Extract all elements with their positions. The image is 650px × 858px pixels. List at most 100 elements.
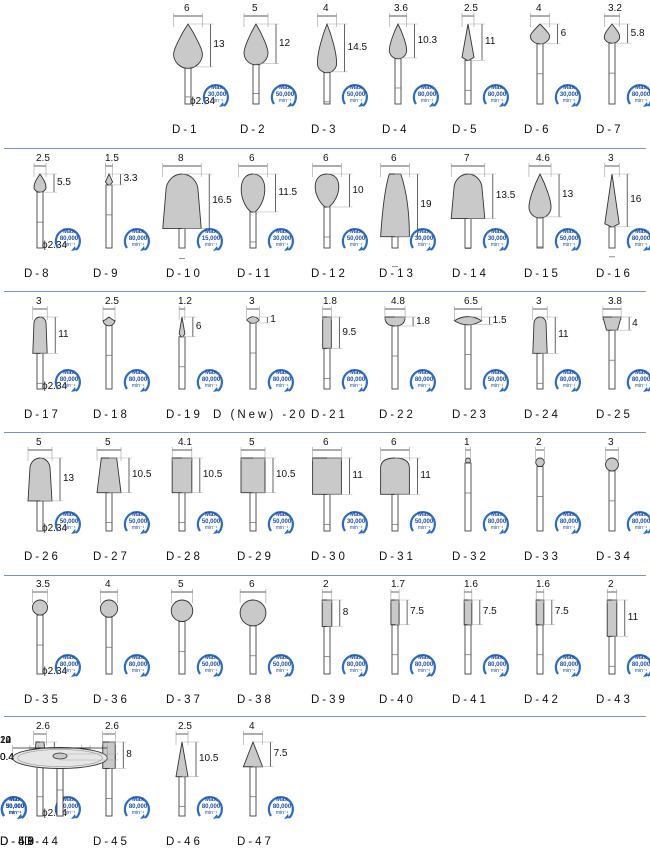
height-dimension: 1.5 [492, 314, 507, 326]
shaft [464, 59, 472, 105]
badge-unit-text: min⁻¹ [276, 525, 289, 531]
tool-d-17-drawing [32, 306, 59, 390]
width-dimension: 5 [249, 437, 255, 448]
shaft [178, 776, 186, 817]
height-dimension: 8 [126, 749, 132, 761]
badge-unit-text: min⁻¹ [205, 668, 218, 674]
shaft [105, 324, 113, 390]
badge-max-text: Max [350, 370, 362, 376]
tool-d-21-drawing [322, 306, 343, 390]
shaft [464, 462, 472, 532]
width-dimension: 6 [391, 437, 397, 448]
badge-speed-value: 50,000 [415, 519, 434, 525]
product-code: D-39 [311, 694, 348, 706]
badge-speed-value: 80,000 [60, 236, 79, 242]
product-code: D-16 [596, 268, 633, 280]
badge-speed-value: 50,000 [488, 377, 507, 383]
badge-max-text: Max [132, 370, 144, 376]
shaft [178, 227, 186, 249]
height-dimension: 7.5 [482, 606, 497, 618]
badge-speed-value: 30,000 [273, 236, 292, 242]
product-code: D-17 [24, 409, 61, 421]
height-dimension: 10.3 [417, 34, 438, 46]
tool-d-15-drawing [528, 163, 563, 249]
tool-d-1-drawing [173, 13, 214, 105]
width-dimension: 2 [323, 579, 329, 590]
height-dimension: 10.5 [276, 469, 296, 481]
tool-d-33-drawing [535, 447, 545, 532]
row-divider [4, 716, 646, 717]
tool-d-11-drawing [238, 163, 279, 249]
product-code: D-28 [166, 551, 203, 563]
width-dimension: 6 [391, 153, 397, 164]
tool-d-14-drawing [450, 163, 496, 249]
height-dimension: 3.3 [123, 173, 138, 185]
shaft [464, 624, 472, 675]
height-dimension: 19 [420, 199, 432, 211]
product-code: D-35 [24, 694, 61, 706]
height-dimension: 5.5 [57, 177, 71, 189]
height-dimension: 4 [632, 317, 638, 329]
abrasive-head [242, 740, 264, 768]
badge-speed-value: 80,000 [488, 662, 507, 668]
width-dimension: 2 [608, 579, 614, 590]
product-code: D-47 [237, 836, 274, 848]
badge-speed-value: 80,000 [632, 236, 650, 242]
badge-unit-text: min⁻¹ [635, 383, 648, 389]
badge-max-text: Max [563, 655, 575, 661]
badge-max-text: Max [418, 370, 430, 376]
tool-d-2-drawing [243, 13, 279, 105]
badge-max-text: Max [418, 655, 430, 661]
product-code: D-4 [382, 124, 410, 136]
abrasive-head [388, 23, 408, 60]
height-dimension: 6 [560, 27, 567, 39]
width-dimension: 14 [0, 735, 12, 746]
badge-unit-text: min⁻¹ [563, 242, 576, 248]
height-dimension: 13 [63, 473, 75, 485]
tool-d-3-drawing [316, 13, 348, 105]
width-dimension: 5 [36, 437, 42, 448]
width-dimension: 5 [252, 3, 258, 14]
badge-speed-value: 50,000 [129, 519, 148, 525]
badge-max-text: Max [132, 229, 144, 235]
shaft [608, 635, 616, 675]
width-dimension: 3.5 [36, 579, 50, 590]
abrasive-head [528, 173, 552, 219]
abrasive-head [171, 457, 193, 494]
badge-unit-text: min⁻¹ [350, 525, 363, 531]
badge-speed-value: 80,000 [60, 662, 79, 668]
badge-max-text: Max [491, 85, 503, 91]
product-code: D-41 [452, 694, 489, 706]
badge-unit-text: min⁻¹ [635, 668, 648, 674]
width-dimension: 5 [105, 437, 111, 448]
badge-unit-text: min⁻¹ [276, 242, 289, 248]
width-dimension: 4.8 [391, 296, 405, 307]
product-code: D-5 [452, 124, 480, 136]
product-code: D-19 [166, 409, 203, 421]
height-dimension: 1 [270, 314, 276, 325]
product-code: D-10 [166, 268, 203, 280]
product-code: D-33 [524, 551, 561, 563]
width-dimension: 6 [249, 579, 255, 590]
product-code: D-29 [237, 551, 274, 563]
width-dimension: 3 [249, 296, 255, 307]
product-code: D-46 [166, 836, 203, 848]
badge-max-text: Max [491, 370, 503, 376]
badge-unit-text: min⁻¹ [9, 810, 22, 816]
badge-speed-value: 80,000 [488, 519, 507, 525]
badge-unit-text: min⁻¹ [63, 242, 76, 248]
tool-d-10-drawing [162, 163, 213, 259]
shaft [608, 329, 616, 390]
badge-speed-value: 80,000 [415, 377, 434, 383]
abrasive-head [602, 316, 622, 331]
